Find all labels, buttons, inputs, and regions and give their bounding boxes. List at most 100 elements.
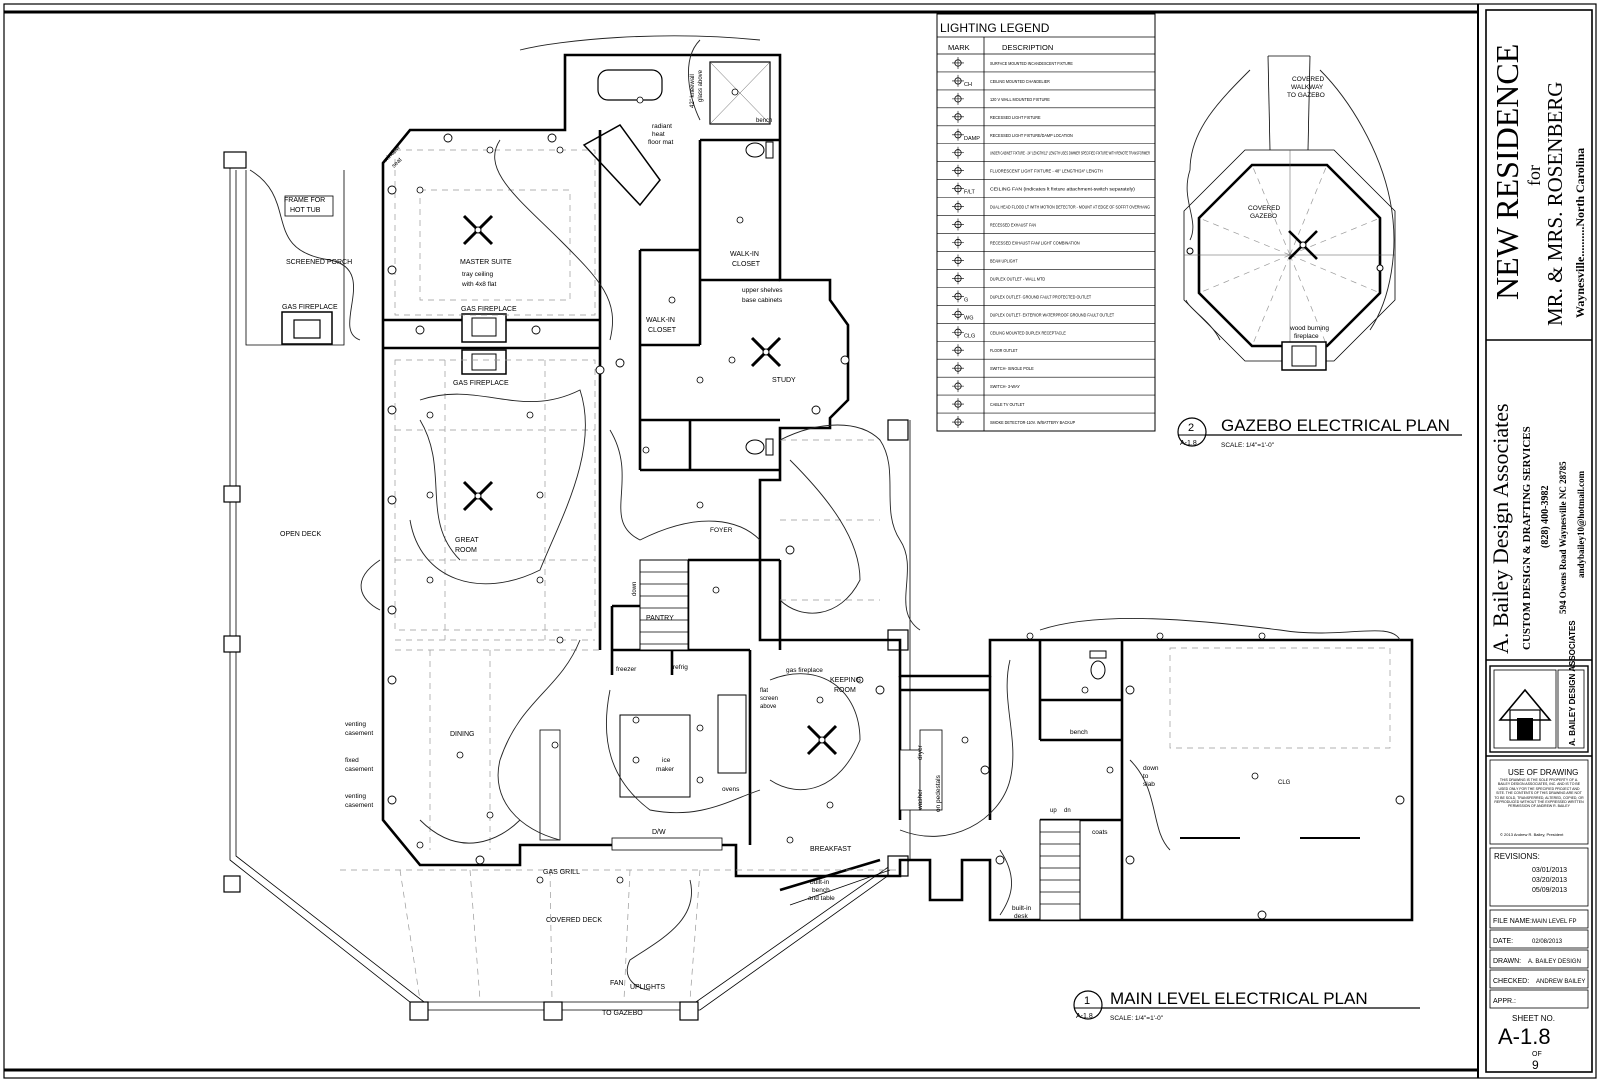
project-title: NEW RESIDENCE xyxy=(1489,44,1525,300)
dn-label: dn xyxy=(1064,808,1071,814)
legend-symbol-cross xyxy=(952,164,964,177)
casement-label: casement xyxy=(345,730,373,737)
main-floor-plan: FRAME FOR HOT TUB SCREENED PORCH GAS FIR… xyxy=(223,35,1414,1021)
legend-symbol-cross xyxy=(952,416,964,429)
pantry-label: PANTRY xyxy=(646,615,674,622)
covered-label: COVERED xyxy=(1248,205,1280,212)
logo-text: A. BAILEY DESIGN ASSOCIATES xyxy=(1568,620,1577,746)
legend-symbol-cross xyxy=(952,272,964,285)
use-of-drawing-title: USE OF DRAWING xyxy=(1508,768,1578,777)
project-for: for xyxy=(1524,165,1544,186)
clg-label: CLG xyxy=(1278,780,1291,786)
legend-description: DUPLEX OUTLET- EXTERIOR WATERPROOF GROUN… xyxy=(990,312,1115,317)
walk-in-closet-label: WALK-IN xyxy=(730,251,759,258)
gazebo-fireplace xyxy=(1281,341,1327,371)
file-name-label: FILE NAME: xyxy=(1493,918,1532,925)
keeping-room-label: KEEPING xyxy=(830,677,861,684)
main-plan-scale: SCALE: 1/4"=1'-0" xyxy=(1110,1015,1164,1022)
legend-title: LIGHTING LEGEND xyxy=(940,21,1050,35)
legend-col-desc: DESCRIPTION xyxy=(1002,43,1053,52)
legend-description: RECESSED LIGHT FIXTURE/DAMP LOCATION xyxy=(990,133,1073,138)
pedestals-label: on pedestals xyxy=(935,774,942,812)
rear-stair xyxy=(1039,819,1081,921)
fixed-label: fixed xyxy=(345,757,359,764)
main-plan-title: MAIN LEVEL ELECTRICAL PLAN xyxy=(1110,989,1368,1008)
appr-label: APPR.: xyxy=(1493,998,1516,1005)
legend-mark: CH xyxy=(964,82,972,88)
master-suite-label: MASTER SUITE xyxy=(460,259,512,266)
legend-symbol-cross xyxy=(952,254,964,267)
legend-symbol-cross xyxy=(952,290,964,303)
study-label: STUDY xyxy=(772,377,796,384)
ceiling-grid xyxy=(340,149,900,1001)
bench-label: bench xyxy=(812,887,830,894)
legend-description: RECESSED LIGHT FIXTURE xyxy=(990,115,1041,120)
legend-symbol-cross xyxy=(952,110,964,123)
screen-label: screen xyxy=(760,696,778,702)
legend-symbol-cross xyxy=(952,56,964,69)
covered-label: COVERED xyxy=(1292,76,1324,83)
vanity xyxy=(582,124,661,207)
legend-symbol-cross xyxy=(952,200,964,213)
casement-label: casement xyxy=(345,766,373,773)
room-labels: FRAME FOR HOT TUB SCREENED PORCH GAS FIR… xyxy=(280,69,1291,1017)
house-exterior-walls xyxy=(381,53,1414,922)
legend-description: SWITCH- SINGLE POLE xyxy=(990,366,1034,371)
and-table-label: and table xyxy=(808,895,835,902)
built-in-label: built-in xyxy=(1012,905,1032,912)
master-fireplace xyxy=(461,313,507,343)
legend-mark: DAMP xyxy=(964,136,980,142)
radiant-label: radiant xyxy=(652,123,672,130)
lighting-legend: LIGHTING LEGEND MARK DESCRIPTION SURFACE… xyxy=(936,13,1156,432)
legend-symbol-cross xyxy=(952,398,964,411)
legend-mark: F/LT xyxy=(964,190,976,196)
drawn-value: A. BAILEY DESIGN xyxy=(1528,959,1581,965)
use-of-drawing-text-wrap: THIS DRAWING IS THE SOLE PROPERTY OF A. … xyxy=(1494,778,1583,808)
fan-label: FAN xyxy=(610,980,624,987)
date-label: DATE: xyxy=(1493,938,1513,945)
foyer-label: FOYER xyxy=(710,527,733,534)
tray-ceiling-label: tray ceiling xyxy=(462,271,493,278)
legend-symbol-cross xyxy=(952,218,964,231)
legend-description: UNDER CABINET FIXTURE - 24" LENGTH/12" L… xyxy=(990,151,1150,156)
ceiling-fan-icon xyxy=(462,214,838,756)
great-room-label-1: GREAT xyxy=(455,537,479,544)
legend-description: DUPLEX OUTLET - WALL MTD xyxy=(990,276,1045,281)
hot-tub-frame xyxy=(284,195,334,217)
down-label: down xyxy=(1143,765,1159,772)
date-value: 02/08/2013 xyxy=(1532,939,1563,945)
legend-col-mark: MARK xyxy=(948,43,970,52)
sheet-total: 9 xyxy=(1532,1058,1539,1072)
drawn-label: DRAWN: xyxy=(1493,958,1521,965)
venting-label: venting xyxy=(345,721,366,728)
dw-label: D/W xyxy=(652,829,666,836)
up-label: up xyxy=(1050,808,1057,814)
legend-description: SWITCH- 3-WAY xyxy=(990,384,1020,389)
to-gazebo-label: TO GAZEBO xyxy=(602,1010,643,1017)
heat-label: heat xyxy=(652,131,665,138)
legend-symbol-cross xyxy=(952,182,964,195)
firm-tagline: CUSTOM DESIGN & DRAFTING SERVICES xyxy=(1521,426,1533,650)
client-name: MR. & MRS. ROSENBERG xyxy=(1543,82,1567,326)
firm-email: andybailey10@hotmail.com xyxy=(1576,470,1586,578)
venting-label: venting xyxy=(345,793,366,800)
legend-description: CABLE TV OUTLET xyxy=(990,402,1025,407)
toilet-icon xyxy=(745,141,1107,680)
kitchen-island xyxy=(619,714,691,798)
porch-fireplace xyxy=(281,311,333,345)
down-label: down xyxy=(632,582,638,596)
legend-symbol-cross xyxy=(952,92,964,105)
main-plan-title-block: 1 A-1.8 MAIN LEVEL ELECTRICAL PLAN SCALE… xyxy=(1073,989,1420,1022)
kneewall-label: 42" kneewall xyxy=(690,74,696,108)
ovens-label: ovens xyxy=(722,786,740,793)
screened-porch-label: SCREENED PORCH xyxy=(286,259,352,266)
base-cabinets-label: base cabinets xyxy=(742,297,783,304)
washer-label: washer xyxy=(917,788,924,811)
counter xyxy=(539,729,561,841)
checked-value: ANDREW BAILEY xyxy=(1536,979,1585,985)
gazebo-outline xyxy=(1197,163,1382,348)
project-location: Waynesville..........North Carolina xyxy=(1573,148,1587,318)
gas-fireplace-master-label: GAS FIREPLACE xyxy=(461,306,517,313)
legend-description: FLOOR OUTLET xyxy=(990,348,1018,353)
breakfast-label: BREAKFAST xyxy=(810,846,852,853)
